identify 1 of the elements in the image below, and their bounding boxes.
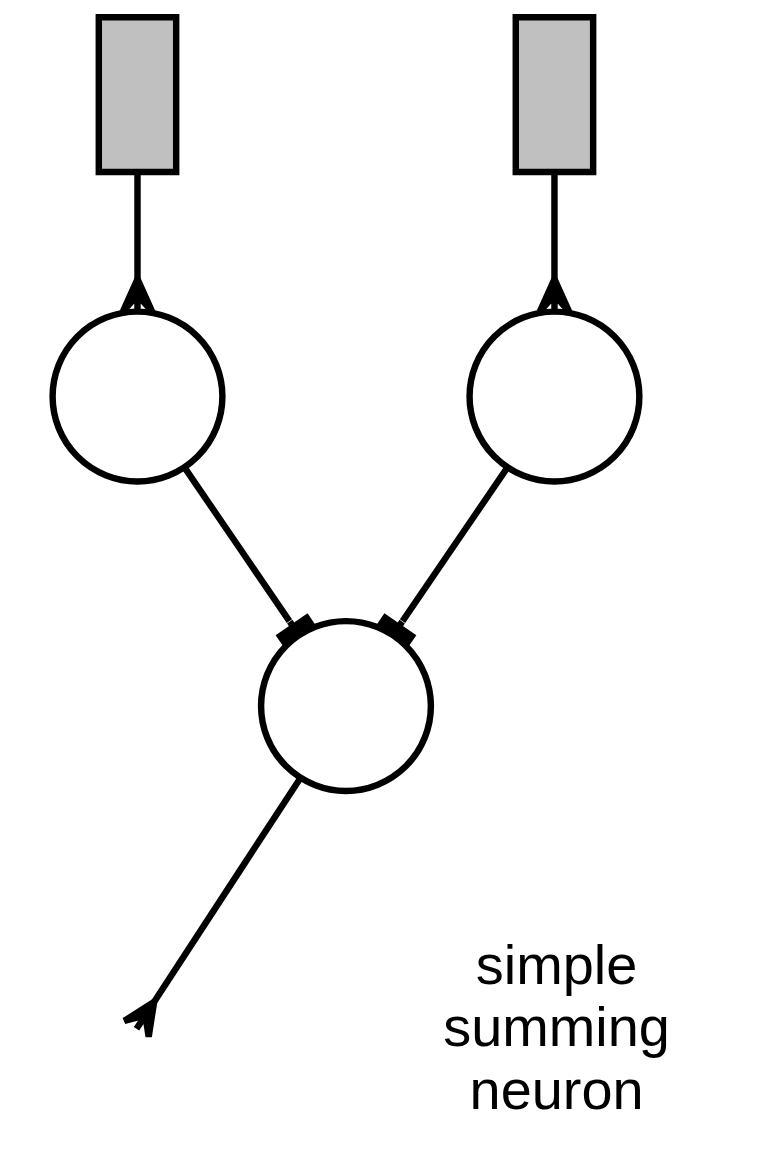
label: simple summing neuron	[442, 932, 670, 1121]
